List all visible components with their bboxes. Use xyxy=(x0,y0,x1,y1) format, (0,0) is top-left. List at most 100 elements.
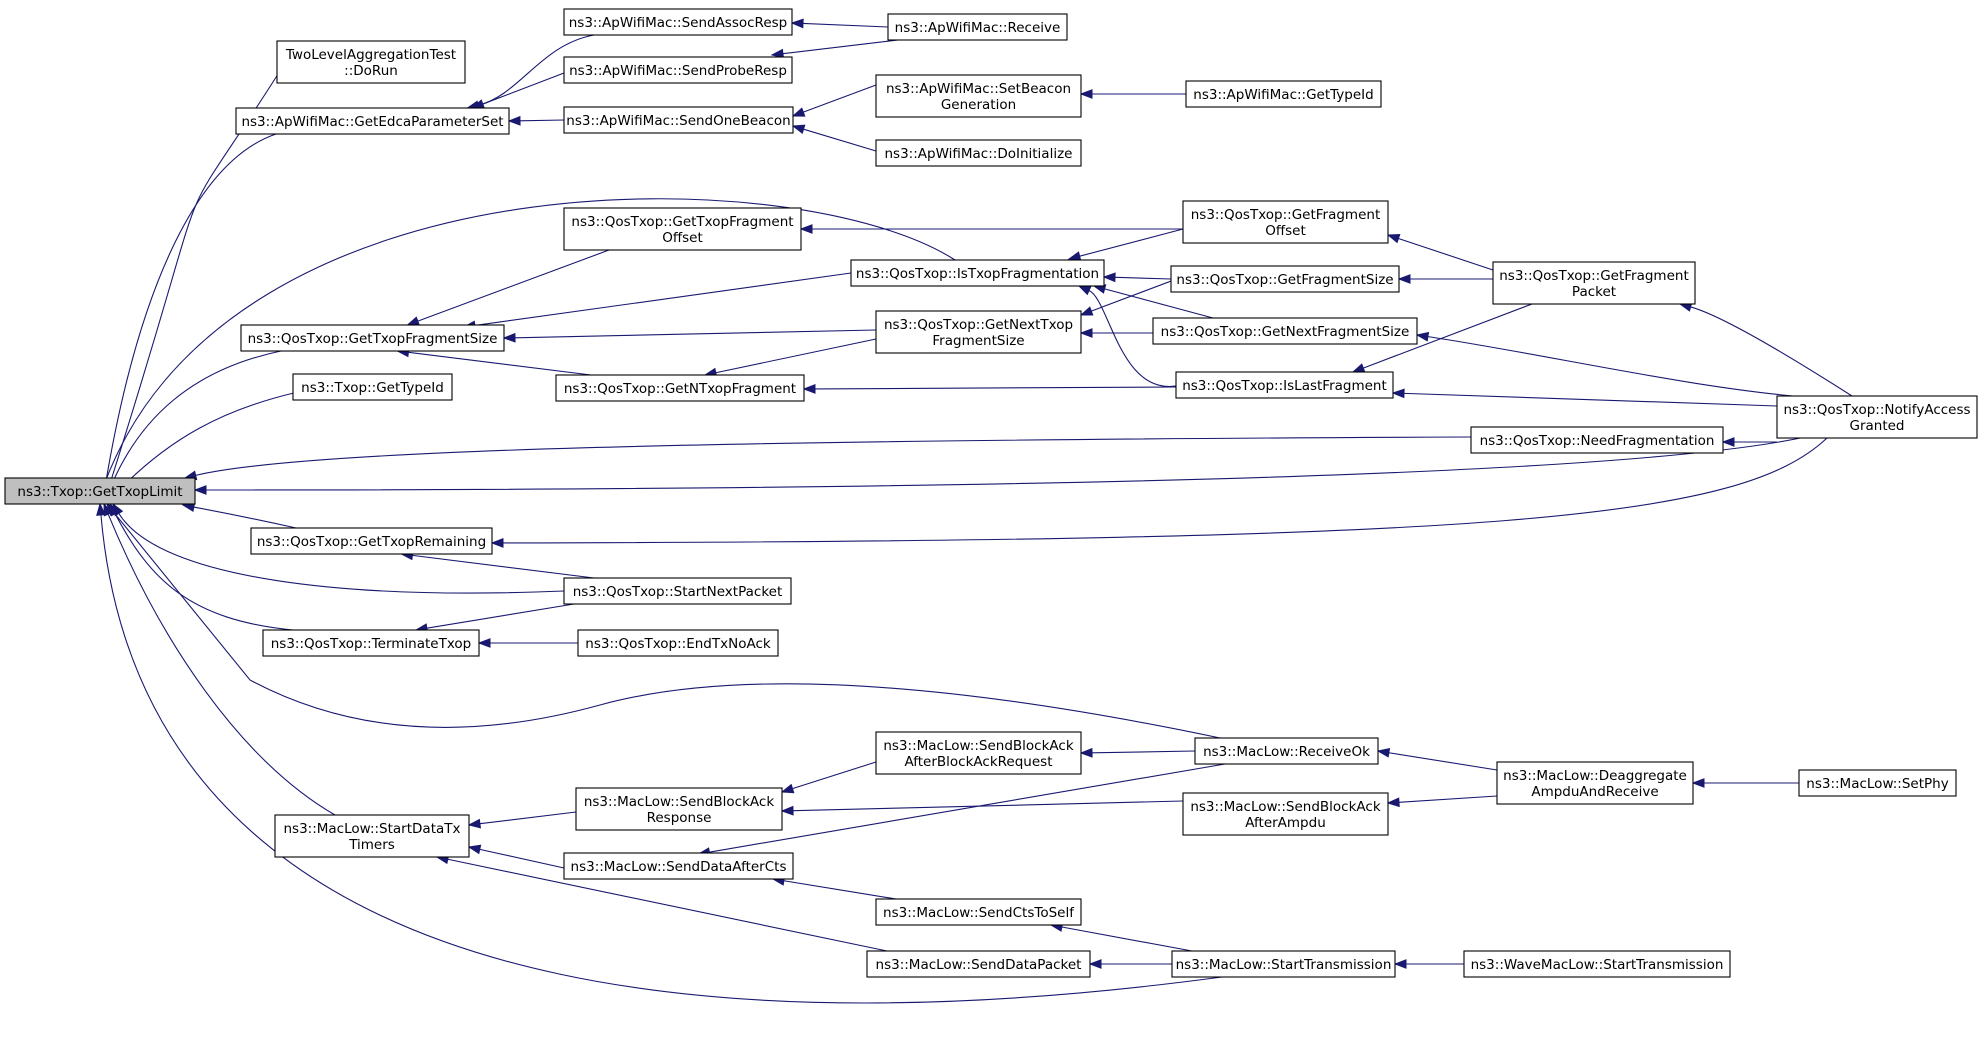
node-gettypeid_ap[interactable]: ns3::ApWifiMac::GetTypeId xyxy=(1185,80,1382,108)
node-getfragsize[interactable]: ns3::QosTxop::GetFragmentSize xyxy=(1170,265,1400,293)
node-gettxopfragsize[interactable]: ns3::QosTxop::GetTxopFragmentSize xyxy=(240,324,505,352)
edge-sendbeacon-to-getedca-arrowhead xyxy=(507,115,521,126)
edge-senddatacts-to-startdatatx-line xyxy=(479,848,565,869)
edge-getfragpkt-to-getfragoff-arrowhead xyxy=(1386,233,1401,244)
node-istxopfrag-box xyxy=(850,259,1105,287)
node-tla[interactable]: TwoLevelAggregationTest::DoRun xyxy=(276,40,466,84)
node-sendbeacon[interactable]: ns3::ApWifiMac::SendOneBeacon xyxy=(563,106,794,134)
edge-receiveok-to-sendbaafterbar-arrowhead xyxy=(1079,747,1093,758)
node-getnextfragsize[interactable]: ns3::QosTxop::GetNextFragmentSize xyxy=(1152,317,1418,345)
edge-setbeacon-to-sendbeacon-line xyxy=(803,84,877,113)
node-wavestart[interactable]: ns3::WaveMacLow::StartTransmission xyxy=(1463,950,1731,978)
edge-istxopfrag-to-gettxopfragsize xyxy=(462,272,852,331)
edge-islastfrag-to-getntxopfrag xyxy=(802,384,1177,394)
edge-starttx-to-root xyxy=(96,502,1223,1004)
node-sendbaampdu-label-line-1: AfterAmpdu xyxy=(1245,815,1326,831)
node-senddatacts[interactable]: ns3::MacLow::SendDataAfterCts xyxy=(563,852,794,880)
edge-getfragpkt-to-islastfrag-line xyxy=(1363,295,1554,369)
edge-getfragpkt-to-getfragoff-line xyxy=(1398,237,1494,271)
edge-sendcts-to-senddatacts-line xyxy=(783,880,897,900)
edge-receive-to-sendprobe-line xyxy=(782,39,899,55)
node-istxopfrag[interactable]: ns3::QosTxop::IsTxopFragmentation xyxy=(850,259,1105,287)
node-setbeacon-label-line-1: Generation xyxy=(941,97,1016,113)
edge-receiveok-to-sendbaafterbar xyxy=(1079,747,1196,758)
node-starttx-label-line-0: ns3::MacLow::StartTransmission xyxy=(1176,957,1392,973)
node-getnexttxopfrag-box xyxy=(875,310,1082,354)
edge-sendbaafterbar-to-sendbaresp-arrowhead xyxy=(780,783,795,794)
edge-getfragpkt-to-getfragoff xyxy=(1386,233,1494,271)
node-setphy-label-line-0: ns3::MacLow::SetPhy xyxy=(1806,776,1948,792)
node-senddatapkt[interactable]: ns3::MacLow::SendDataPacket xyxy=(866,950,1091,978)
edge-doinit-to-sendbeacon xyxy=(791,124,877,152)
edge-sendprobe-to-getedca-line xyxy=(482,72,565,105)
node-sendbeacon-label-line-0: ns3::ApWifiMac::SendOneBeacon xyxy=(566,113,790,129)
node-getedca[interactable]: ns3::ApWifiMac::GetEdcaParameterSet xyxy=(235,107,510,135)
node-starttx[interactable]: ns3::MacLow::StartTransmission xyxy=(1171,950,1396,978)
node-gettxopfragoff-label-line-1: Offset xyxy=(662,230,703,246)
node-wavestart-box xyxy=(1463,950,1731,978)
node-gettxopfragsize-box xyxy=(240,324,505,352)
edge-gettxopfragsize-to-root-line xyxy=(111,350,282,484)
edge-startnext-to-terminate-line xyxy=(426,603,575,629)
node-receive-label-line-0: ns3::ApWifiMac::Receive xyxy=(895,20,1061,36)
node-endtx-box xyxy=(577,629,779,657)
node-startnext[interactable]: ns3::QosTxop::StartNextPacket xyxy=(563,577,792,605)
edge-sendbaresp-to-startdatatx-arrowhead xyxy=(467,818,482,829)
edge-receiveok-to-root-line xyxy=(113,512,1221,739)
node-gettxoprem-label-line-0: ns3::QosTxop::GetTxopRemaining xyxy=(257,534,486,550)
edge-deagg-to-receiveok-arrowhead xyxy=(1376,747,1391,758)
edge-sendbaafterbar-to-sendbaresp-line xyxy=(792,761,877,790)
node-getedca-box xyxy=(235,107,510,135)
node-islastfrag-box xyxy=(1175,371,1394,399)
node-gettxoprem[interactable]: ns3::QosTxop::GetTxopRemaining xyxy=(250,527,493,555)
edge-notify-to-root-arrowhead xyxy=(193,485,207,495)
node-needfrag-label-line-0: ns3::QosTxop::NeedFragmentation xyxy=(1480,433,1715,449)
node-sendbeacon-box xyxy=(563,106,794,134)
node-notify-label-line-1: Granted xyxy=(1849,418,1904,434)
node-root[interactable]: ns3::Txop::GetTxopLimit xyxy=(4,477,196,505)
nodes-layer: ns3::Txop::GetTxopLimit TwoLevelAggregati… xyxy=(4,8,1978,978)
node-doinit[interactable]: ns3::ApWifiMac::DoInitialize xyxy=(875,139,1082,167)
node-islastfrag[interactable]: ns3::QosTxop::IsLastFragment xyxy=(1175,371,1394,399)
edge-starttx-to-sendcts-line xyxy=(1061,926,1193,952)
node-getedca-label-line-0: ns3::ApWifiMac::GetEdcaParameterSet xyxy=(241,114,503,130)
node-sendassoc[interactable]: ns3::ApWifiMac::SendAssocResp xyxy=(563,8,793,36)
node-sendprobe[interactable]: ns3::ApWifiMac::SendProbeResp xyxy=(563,56,793,84)
edge-notify-to-islastfrag-arrowhead xyxy=(1391,388,1405,399)
node-setphy[interactable]: ns3::MacLow::SetPhy xyxy=(1798,769,1957,797)
node-tla-label-line-1: ::DoRun xyxy=(344,63,398,79)
edge-wavestart-to-starttx-arrowhead xyxy=(1393,959,1407,969)
edge-notify-to-islastfrag-line xyxy=(1403,392,1778,407)
node-terminate-label-line-0: ns3::QosTxop::TerminateTxop xyxy=(271,636,472,652)
edge-getnexttxopfrag-to-getntxopfrag-line xyxy=(715,338,877,374)
node-endtx[interactable]: ns3::QosTxop::EndTxNoAck xyxy=(577,629,779,657)
edge-islastfrag-to-getntxopfrag-line xyxy=(814,386,1177,390)
edge-getnextfragsize-to-getnexttxopfrag-arrowhead xyxy=(1079,328,1093,338)
edge-starttx-to-senddatapkt xyxy=(1088,959,1172,969)
node-sendcts[interactable]: ns3::MacLow::SendCtsToSelf xyxy=(875,898,1082,926)
node-getntxopfrag[interactable]: ns3::QosTxop::GetNTxopFragment xyxy=(555,374,805,402)
node-gettypeid_txop[interactable]: ns3::Txop::GetTypeId xyxy=(292,373,453,401)
node-startdatatx-box xyxy=(274,814,470,858)
node-terminate[interactable]: ns3::QosTxop::TerminateTxop xyxy=(262,629,480,657)
node-receive[interactable]: ns3::ApWifiMac::Receive xyxy=(887,13,1068,41)
node-sendprobe-box xyxy=(563,56,793,84)
node-needfrag[interactable]: ns3::QosTxop::NeedFragmentation xyxy=(1470,426,1724,454)
node-sendbaafterbar[interactable]: ns3::MacLow::SendBlockAckAfterBlockAckRe… xyxy=(875,731,1082,775)
edge-sendbeacon-to-getedca-line xyxy=(519,119,565,122)
edge-gettypeid_ap-to-setbeacon xyxy=(1079,89,1186,99)
edge-starttx-to-senddatapkt-arrowhead xyxy=(1088,959,1102,969)
node-receiveok[interactable]: ns3::MacLow::ReceiveOk xyxy=(1194,737,1379,765)
edge-sendbaampdu-to-sendbaresp-line xyxy=(792,800,1184,812)
node-needfrag-box xyxy=(1470,426,1724,454)
